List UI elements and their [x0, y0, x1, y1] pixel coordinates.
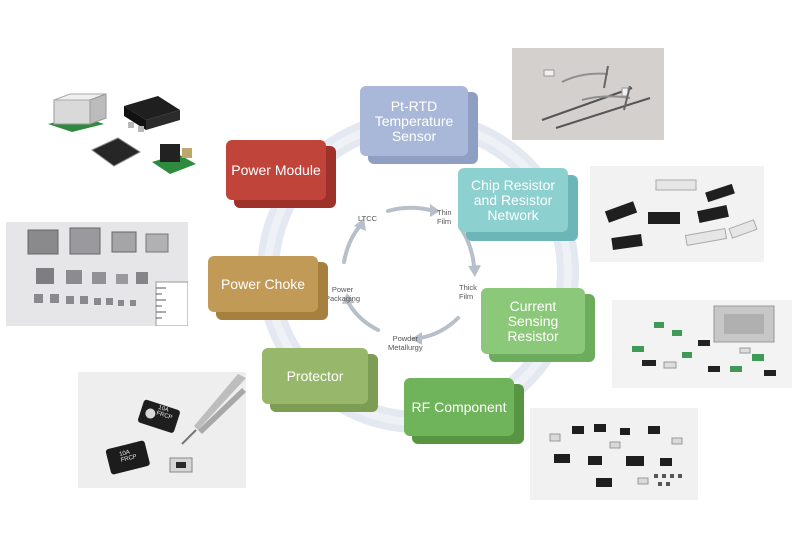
- arrow-thickfilm-to-powder: [418, 316, 460, 340]
- arrowhead-3: [411, 332, 422, 345]
- power-choke-photo: [6, 222, 188, 326]
- pt-rtd-photo: [512, 48, 664, 140]
- rf-component-block[interactable]: RF Component: [404, 378, 514, 436]
- power-choke-label: Power Choke: [220, 275, 306, 292]
- chip-resistor-label: Chip Resistor and Resistor Network: [470, 176, 556, 223]
- arrowhead-2: [468, 265, 481, 277]
- rf-component-label: RF Component: [411, 398, 507, 415]
- arrow-powder-to-packaging: [346, 300, 380, 332]
- arrowhead-5: [354, 218, 366, 231]
- arrow-thinfilm-to-thickfilm: [460, 228, 476, 268]
- pt-rtd-label: Pt-RTD Temperature Sensor: [374, 97, 454, 144]
- arrowhead-1: [430, 204, 440, 217]
- current-sensing-photo: [612, 300, 792, 388]
- protector-block[interactable]: Protector: [262, 348, 368, 404]
- arrow-ltcc-to-thinfilm: [386, 205, 432, 213]
- power-choke-block[interactable]: Power Choke: [208, 256, 318, 312]
- protector-label: Protector: [286, 367, 344, 384]
- rf-component-photo: [530, 408, 698, 500]
- protector-photo: 10A FRCP 10A FRCP: [78, 372, 246, 488]
- pt-rtd-block[interactable]: Pt-RTD Temperature Sensor: [360, 86, 468, 156]
- process-ltcc: LTCC: [358, 214, 378, 223]
- process-powder-metallurgy: Powder Metallurgy: [388, 334, 423, 352]
- current-sensing-label: Current Sensing Resistor: [507, 297, 559, 344]
- inner-cycle-arrows: [342, 205, 476, 340]
- power-module-block[interactable]: Power Module: [226, 140, 326, 200]
- power-module-photo: [40, 88, 210, 188]
- inner-cycle-arrowheads: [342, 204, 481, 345]
- process-thin-film: Thin Film: [437, 208, 452, 226]
- chip-resistor-photo: [590, 166, 764, 262]
- arrowhead-4: [342, 293, 355, 304]
- process-thick-film: Thick Film: [459, 283, 477, 301]
- current-sensing-block[interactable]: Current Sensing Resistor: [481, 288, 585, 354]
- power-module-label: Power Module: [231, 161, 321, 178]
- arrow-packaging-to-ltcc: [342, 224, 362, 264]
- process-power-packaging: Power Packaging: [325, 285, 361, 303]
- chip-resistor-block[interactable]: Chip Resistor and Resistor Network: [458, 168, 568, 232]
